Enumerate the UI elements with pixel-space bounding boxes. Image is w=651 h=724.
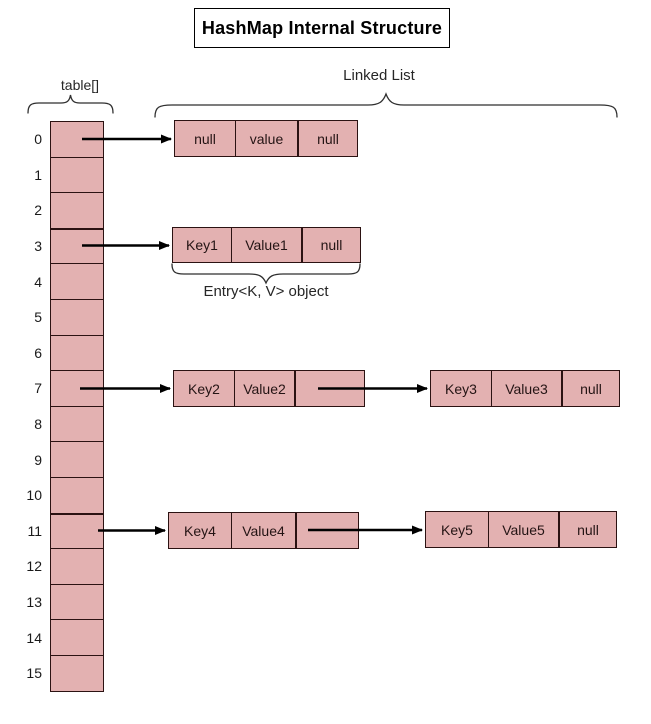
bucket-row: 10 xyxy=(0,476,104,514)
bucket-index-label: 4 xyxy=(34,273,42,290)
bucket-cell xyxy=(50,121,104,158)
bucket-row: 8 xyxy=(0,405,104,443)
entry-key-cell: Key1 xyxy=(186,237,218,253)
bucket-index-label: 9 xyxy=(34,451,42,468)
entry-key-cell: Key4 xyxy=(184,522,216,539)
entry-object-brace xyxy=(171,263,361,285)
entry-node-bucket3: Key1 Value1 null xyxy=(172,227,361,263)
bucket-cell xyxy=(50,370,104,407)
bucket-row: 11 xyxy=(0,512,104,550)
bucket-row: 3 xyxy=(0,227,104,265)
bucket-array: 0 1 2 3 4 5 6 7 8 9 10 11 12 13 14 15 xyxy=(0,121,104,692)
entry-value-cell: Value2 xyxy=(234,371,294,406)
title-box: HashMap Internal Structure xyxy=(194,8,450,48)
entry-next-cell: null xyxy=(297,121,357,156)
table-array-brace xyxy=(27,94,114,114)
bucket-index-label: 11 xyxy=(27,522,42,539)
entry-node-bucket7-second: Key3 Value3 null xyxy=(430,370,620,407)
bucket-cell xyxy=(50,156,104,194)
bucket-index-label: 3 xyxy=(34,238,42,255)
entry-node-bucket11-first: Key4 Value4 xyxy=(168,512,359,549)
entry-node-bucket7-first: Key2 Value2 xyxy=(173,370,365,407)
bucket-index-label: 7 xyxy=(34,380,42,397)
bucket-row: 2 xyxy=(0,192,104,229)
bucket-row: 4 xyxy=(0,263,104,300)
entry-next-cell xyxy=(295,513,358,548)
bucket-cell xyxy=(50,405,104,443)
bucket-row: 9 xyxy=(0,441,104,478)
entry-next-cell: null xyxy=(561,371,619,406)
bucket-cell xyxy=(50,441,104,478)
entry-next-cell xyxy=(294,371,364,406)
bucket-index-label: 1 xyxy=(34,166,42,183)
bucket-row: 15 xyxy=(0,654,104,692)
bucket-cell xyxy=(50,227,104,265)
entry-value-cell: value xyxy=(235,121,297,156)
bucket-index-label: 14 xyxy=(26,629,42,646)
bucket-index-label: 0 xyxy=(34,131,42,148)
linked-list-label: Linked List xyxy=(343,67,415,84)
table-array-label: table[] xyxy=(60,77,100,93)
bucket-row: 5 xyxy=(0,298,104,336)
bucket-cell xyxy=(50,263,104,300)
bucket-row: 13 xyxy=(0,583,104,621)
entry-next-cell: null xyxy=(558,512,616,547)
bucket-row: 7 xyxy=(0,370,104,407)
entry-key-cell: Key5 xyxy=(441,521,473,538)
bucket-row: 12 xyxy=(0,548,104,585)
bucket-cell xyxy=(50,334,104,372)
bucket-cell xyxy=(50,512,104,550)
entry-node-bucket11-second: Key5 Value5 null xyxy=(425,511,617,548)
bucket-cell xyxy=(50,583,104,621)
entry-value-cell: Value3 xyxy=(491,371,561,406)
bucket-cell xyxy=(50,192,104,229)
bucket-index-label: 2 xyxy=(34,202,42,219)
entry-value-cell: Value4 xyxy=(231,513,295,548)
bucket-index-label: 5 xyxy=(34,309,42,326)
entry-value-cell: Value5 xyxy=(488,512,558,547)
entry-node-bucket0: null value null xyxy=(174,120,358,157)
bucket-index-label: 8 xyxy=(34,416,42,433)
bucket-row: 6 xyxy=(0,334,104,372)
entry-key-cell: Key3 xyxy=(445,380,477,397)
bucket-cell xyxy=(50,619,104,656)
entry-key-cell: null xyxy=(194,130,216,147)
bucket-cell xyxy=(50,654,104,692)
bucket-cell xyxy=(50,476,104,514)
bucket-index-label: 10 xyxy=(26,487,42,504)
bucket-row: 14 xyxy=(0,619,104,656)
entry-value-cell: Value1 xyxy=(231,228,301,262)
bucket-cell xyxy=(50,548,104,585)
linked-list-brace xyxy=(154,92,618,118)
entry-key-cell: Key2 xyxy=(188,380,220,397)
page-title: HashMap Internal Structure xyxy=(201,17,443,38)
bucket-index-label: 12 xyxy=(26,558,42,575)
entry-object-label: Entry<K, V> object xyxy=(203,283,329,300)
bucket-row: 1 xyxy=(0,156,104,194)
bucket-index-label: 6 xyxy=(34,344,42,361)
entry-next-cell: null xyxy=(301,228,360,262)
bucket-cell xyxy=(50,298,104,336)
bucket-index-label: 15 xyxy=(26,665,42,682)
bucket-row: 0 xyxy=(0,121,104,158)
bucket-index-label: 13 xyxy=(26,594,42,611)
